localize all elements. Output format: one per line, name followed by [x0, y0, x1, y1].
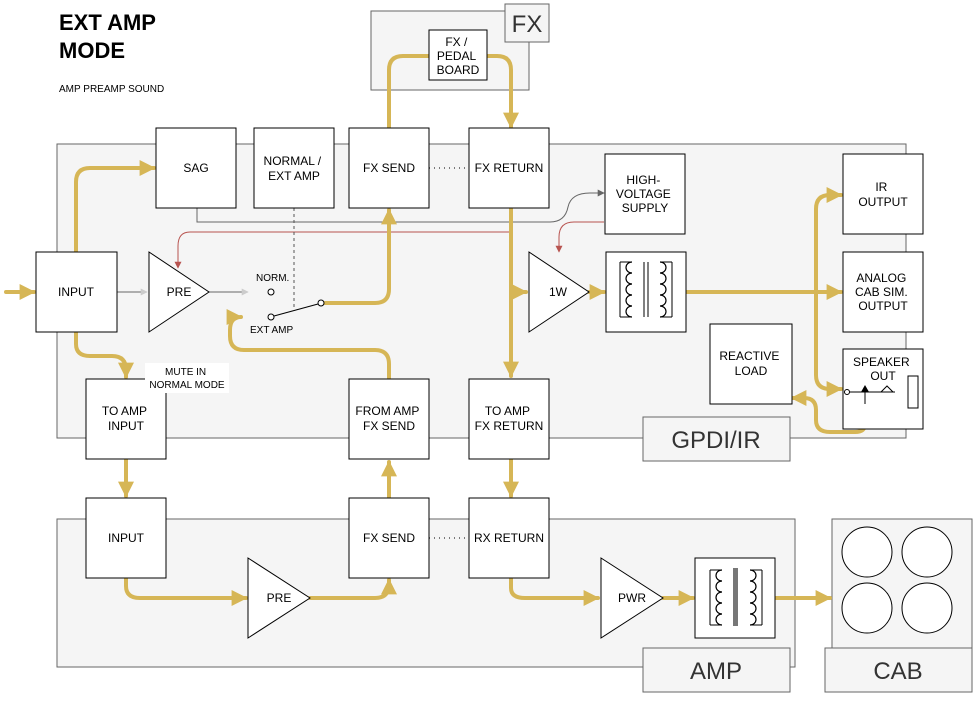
svg-text:FX / PEDAL BOARD: FX / PEDAL BOARD	[437, 35, 480, 77]
hv-to-1w-line	[555, 221, 604, 253]
normal-ext-amp-block: NORMAL / EXT AMP	[253, 127, 335, 209]
signal-paths	[4, 54, 867, 606]
pwr-amp-triangle: PWR	[600, 557, 664, 639]
hv-to-pre-line	[174, 231, 512, 269]
ir-output-block: IR OUTPUT	[842, 153, 924, 235]
svg-text:PRE: PRE	[167, 285, 192, 299]
svg-text:IR OUTPUT: IR OUTPUT	[858, 180, 908, 209]
pre-amp-triangle: PRE	[148, 251, 210, 333]
svg-text:MUTE IN NORMAL MODE: MUTE IN NORMAL MODE	[149, 367, 225, 391]
fx-tag-label: FX	[512, 11, 543, 38]
gpdi-input-block: INPUT	[35, 251, 118, 333]
fx-return-block: FX RETURN	[468, 127, 550, 209]
svg-text:RX RETURN: RX RETURN	[474, 531, 544, 545]
one-watt-amp-triangle: 1W	[528, 251, 590, 333]
amp-pre-triangle: PRE	[247, 557, 311, 639]
svg-text:FX SEND: FX SEND	[363, 161, 415, 175]
jack-icon	[844, 375, 919, 409]
mute-note: MUTE IN NORMAL MODE	[145, 363, 229, 393]
amp-tag-label: AMP	[690, 658, 742, 685]
high-voltage-supply-block: HIGH- VOLTAGE SUPPLY	[604, 153, 686, 235]
svg-text:HIGH- VOLTAGE SUPP: HIGH- VOLTAGE SUPPLY	[616, 173, 674, 215]
reactive-load-block: REACTIVE LOAD	[709, 323, 793, 405]
svg-text:SAG: SAG	[183, 161, 208, 175]
to-amp-fx-return-block: TO AMP FX RETURN	[468, 378, 550, 460]
svg-text:INPUT: INPUT	[58, 285, 95, 299]
svg-text:TO AMP INPUT: TO AMP INPUT	[102, 404, 150, 433]
svg-text:PRE: PRE	[267, 591, 292, 605]
switch-norm-label: NORM.	[256, 273, 289, 284]
sag-block: SAG	[155, 127, 237, 209]
fx-pedalboard-block: FX / PEDAL BOARD	[428, 29, 488, 81]
svg-text:FROM AMP FX SEND: FROM AMP FX SEND	[355, 404, 422, 433]
title-line-1: EXT AMP	[59, 10, 156, 35]
svg-text:REACTIVE LOAD: REACTIVE LOAD	[719, 349, 782, 378]
amp-fx-send-block: FX SEND	[348, 497, 430, 579]
gpdi-tag	[642, 416, 791, 462]
cab-tag-label: CAB	[873, 658, 922, 685]
svg-text:1W: 1W	[549, 285, 568, 299]
svg-text:INPUT: INPUT	[108, 531, 145, 545]
svg-text:PWR: PWR	[618, 591, 646, 605]
from-amp-fx-send-block: FROM AMP FX SEND	[348, 378, 430, 460]
sag-to-hv-line	[196, 189, 605, 223]
svg-text:ANALOG CAB SIM. OU: ANALOG CAB SIM. OUTPUT	[855, 271, 911, 313]
analog-cab-sim-output-block: ANALOG CAB SIM. OUTPUT	[842, 251, 924, 333]
svg-text:SPEAKER OUT: SPEAKER OUT	[853, 355, 913, 383]
gpdi-tag-label: GPDI/IR	[671, 427, 760, 454]
title-line-2: MODE	[59, 38, 125, 63]
fx-send-block: FX SEND	[348, 127, 430, 209]
output-transformer	[605, 251, 687, 333]
amp-tag	[642, 647, 791, 693]
svg-text:NORMAL / EXT AMP: NORMAL / EXT AMP	[264, 154, 325, 183]
svg-text:TO AMP FX RETURN: TO AMP FX RETURN	[475, 404, 544, 433]
amp-input-block: INPUT	[85, 497, 167, 579]
amp-rx-return-block: RX RETURN	[468, 497, 550, 579]
speaker-cabinet-icon	[841, 526, 953, 634]
svg-text:FX RETURN: FX RETURN	[475, 161, 544, 175]
amp-transformer	[694, 557, 776, 639]
subtitle: AMP PREAMP SOUND	[59, 84, 164, 95]
speaker-out-block: SPEAKER OUT	[842, 348, 924, 430]
mode-switch: NORM. EXT AMP	[250, 273, 325, 336]
switch-ext-label: EXT AMP	[250, 325, 293, 336]
fx-tag	[504, 3, 550, 43]
svg-text:FX SEND: FX SEND	[363, 531, 415, 545]
cab-tag	[824, 647, 973, 693]
